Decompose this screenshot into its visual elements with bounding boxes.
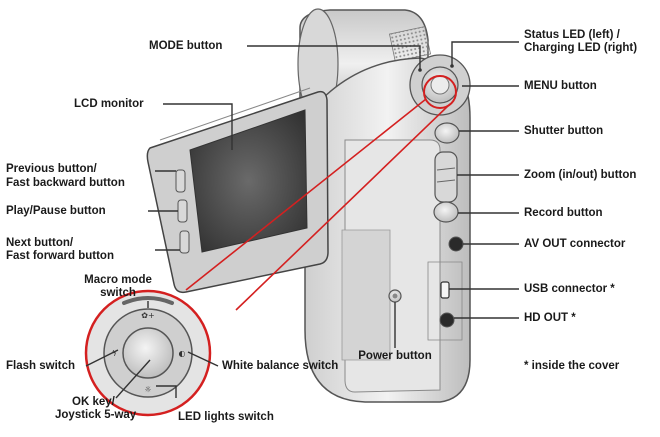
label-ok-key: OK key/: [72, 396, 115, 408]
label-macro-switch: switch: [100, 287, 136, 299]
label-usb-connector: USB connector *: [524, 283, 615, 295]
label-menu-button: MENU button: [524, 80, 597, 92]
label-led-lights: LED lights switch: [178, 411, 274, 423]
label-inside-cover: * inside the cover: [524, 360, 620, 372]
label-next-button: Next button/: [6, 237, 74, 249]
leader-lines: [85, 41, 519, 399]
svg-text:☼: ☼: [144, 385, 151, 394]
label-zoom-button: Zoom (in/out) button: [524, 169, 637, 181]
label-power-button: Power button: [358, 350, 432, 362]
label-lcd-monitor: LCD monitor: [74, 98, 144, 110]
label-fast-backward: Fast backward button: [6, 177, 125, 189]
label-hd-out: HD OUT *: [524, 312, 576, 324]
lcd-monitor: [146, 87, 329, 294]
label-record-button: Record button: [524, 207, 603, 219]
label-previous-button: Previous button/: [6, 163, 97, 175]
label-mode-button: MODE button: [149, 40, 223, 52]
svg-text:◐: ◐: [179, 349, 186, 358]
leader-dots: [418, 64, 454, 72]
label-macro-mode: Macro mode: [84, 274, 152, 286]
label-play-pause: Play/Pause button: [6, 205, 106, 217]
label-joystick: Joystick 5-way: [55, 409, 137, 421]
label-flash-switch: Flash switch: [6, 360, 76, 372]
svg-text:✿+: ✿+: [141, 311, 154, 320]
label-av-out: AV OUT connector: [524, 238, 626, 250]
svg-text:ϟ: ϟ: [111, 349, 116, 358]
label-white-balance: White balance switch: [222, 360, 339, 372]
label-status-led: Status LED (left) /: [524, 29, 620, 41]
label-charging-led: Charging LED (right): [524, 42, 638, 54]
label-shutter-button: Shutter button: [524, 125, 604, 137]
control-dial-closeup: ✿+ ϟ ◐ ☼: [84, 289, 212, 417]
zoom-indicator: [185, 75, 457, 311]
label-fast-forward: Fast forward button: [6, 250, 114, 262]
